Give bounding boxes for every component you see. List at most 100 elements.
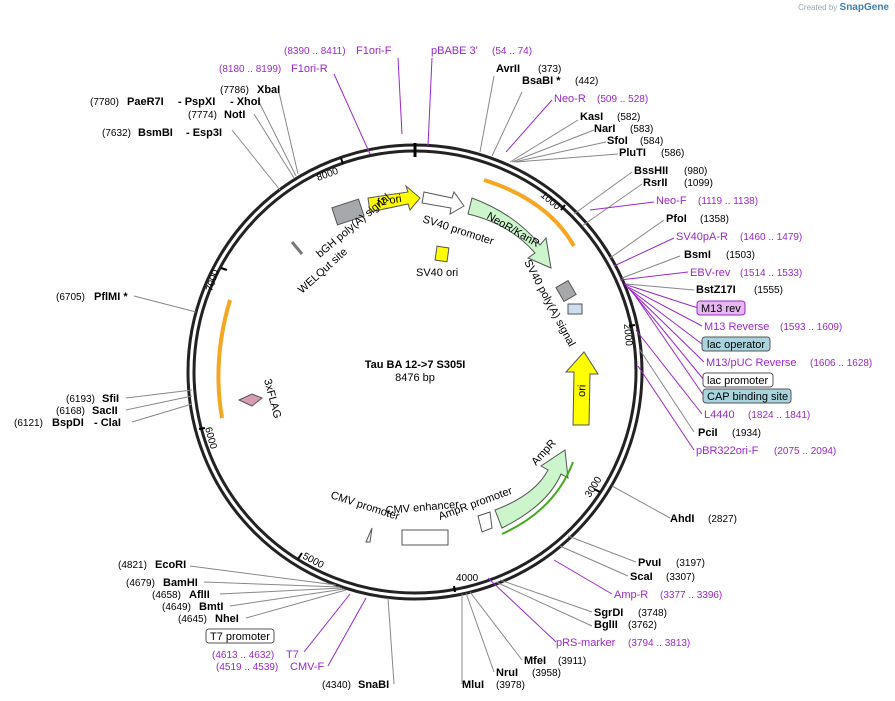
primer-f1ori-r: F1ori-R bbox=[291, 63, 328, 75]
primer-pbr322ori-f: pBR322ori-F bbox=[696, 445, 759, 457]
line-ecori bbox=[189, 565, 337, 586]
ampr-arrow bbox=[494, 449, 569, 529]
line-bglii bbox=[495, 581, 593, 627]
enzyme-rsrii: RsrII bbox=[643, 177, 667, 189]
enzyme-bstz17i: BstZ17I bbox=[696, 284, 736, 296]
line-cmv-f bbox=[327, 597, 367, 667]
sv40-ori-box bbox=[434, 245, 450, 263]
cap-binding-site-label: CAP binding site bbox=[707, 391, 788, 403]
line-bsshii bbox=[573, 171, 633, 215]
plasmid-length: 8476 bp bbox=[395, 372, 435, 384]
tick-mark-8000 bbox=[340, 157, 344, 165]
enzyme-noti-pos: (7774) bbox=[188, 110, 217, 121]
line-snabi bbox=[387, 597, 395, 685]
line-aflii bbox=[219, 587, 343, 595]
ori-label: ori bbox=[576, 384, 588, 397]
line-ebv-rev bbox=[619, 271, 689, 281]
enzyme-ahdi: AhdI bbox=[670, 513, 694, 525]
enzyme-bspdi-pos: (6121) bbox=[14, 418, 43, 429]
line-neo-f bbox=[589, 201, 655, 211]
line-bmti bbox=[229, 588, 345, 607]
primer-neo-r-pos: (509 .. 528) bbox=[597, 94, 648, 105]
line-m13reverse bbox=[625, 285, 703, 327]
enzyme-bsshii: BssHII bbox=[634, 165, 668, 177]
primer-f1ori-f-pos: (8390 .. 8411) bbox=[284, 46, 346, 57]
tick-mark-2000 bbox=[628, 324, 636, 327]
primer-cmv-f-pos: (4519 .. 4539) bbox=[216, 662, 278, 673]
ampr-green-band bbox=[501, 461, 574, 535]
primer-prs-marker: pRS-marker bbox=[556, 637, 616, 649]
brand-name: SnapGene bbox=[839, 2, 889, 13]
enzyme-ahdi-pos: (2827) bbox=[708, 514, 737, 525]
sv40-polya-box bbox=[555, 279, 577, 303]
line-bspdi bbox=[131, 403, 193, 423]
enzyme-nari-pos: (583) bbox=[630, 124, 653, 135]
enzyme-bsshii-pos: (980) bbox=[684, 166, 707, 177]
line-pbr322 bbox=[637, 365, 695, 451]
line-noti bbox=[253, 113, 295, 179]
lac-promoter-box bbox=[702, 372, 774, 388]
enzyme-sgrdi: SgrDI bbox=[594, 607, 623, 619]
cmv-promoter-arrow bbox=[365, 527, 373, 543]
enzyme-clai: - ClaI bbox=[94, 417, 121, 429]
enzyme-scai-pos: (3307) bbox=[666, 572, 695, 583]
tick-label-4000: 4000 bbox=[456, 573, 479, 584]
line-cap bbox=[633, 293, 705, 397]
enzyme-bsmbi: BsmBI bbox=[138, 127, 173, 139]
ori-arrow bbox=[564, 351, 599, 426]
t7-promoter-box bbox=[205, 628, 275, 644]
primer-m13-puc-pos: (1606 .. 1628) bbox=[810, 358, 872, 369]
snapgene-brand: Created by SnapGene bbox=[798, 2, 889, 13]
enzyme-snabi: SnaBI bbox=[358, 679, 389, 691]
enzyme-pvui-pos: (3197) bbox=[676, 558, 705, 569]
enzyme-sfoi-pos: (584) bbox=[640, 136, 663, 147]
line-sv40pa-r bbox=[613, 237, 675, 267]
enzyme-bsabi: BsaBI * bbox=[522, 75, 561, 87]
enzyme-pluti-pos: (586) bbox=[661, 148, 684, 159]
line-f1ori-f bbox=[397, 57, 403, 135]
m13-rev-box bbox=[696, 300, 746, 316]
enzyme-ecori: EcoRI bbox=[155, 559, 186, 571]
line-pbabe3 bbox=[427, 57, 433, 147]
enzyme-snabi-pos: (4340) bbox=[322, 680, 351, 691]
3xflag-arrow bbox=[237, 393, 263, 407]
line-pfoi bbox=[609, 219, 665, 259]
line-bamhi bbox=[203, 581, 341, 588]
primer-t7-pos: (4613 .. 4632) bbox=[212, 650, 274, 661]
enzyme-paer7i: PaeR7I bbox=[127, 96, 164, 108]
enzyme-sfoi: SfoI bbox=[607, 135, 628, 147]
t7-promoter-label: T7 promoter bbox=[210, 631, 270, 643]
enzyme-pcii: PciI bbox=[698, 427, 718, 439]
line-m13puc bbox=[629, 289, 705, 363]
primer-l4440-pos: (1824 .. 1841) bbox=[748, 410, 810, 421]
line-amp-r bbox=[553, 559, 613, 595]
enzyme-nhei-pos: (4645) bbox=[178, 614, 207, 625]
line-sfoi bbox=[513, 141, 607, 163]
enzyme-sfii: SfiI bbox=[102, 393, 119, 405]
primer-cmv-f: CMV-F bbox=[290, 661, 325, 673]
line-mfei bbox=[469, 591, 523, 661]
primer-t7: T7 bbox=[286, 649, 299, 661]
tick-mark-5000 bbox=[297, 552, 303, 560]
line-bsabi bbox=[491, 91, 523, 157]
primer-neo-r: Neo-R bbox=[554, 93, 586, 105]
lac-region-box bbox=[567, 303, 583, 315]
enzyme-aflii: AflII bbox=[189, 589, 210, 601]
enzyme-bsmbi-pos: (7632) bbox=[102, 128, 131, 139]
primer-prs-marker-pos: (3794 .. 3813) bbox=[628, 638, 690, 649]
ampr-promoter-arrow bbox=[477, 511, 493, 533]
enzyme-aflii-pos: (4658) bbox=[152, 590, 181, 601]
primer-m13-rev: M13 rev bbox=[701, 303, 741, 315]
welqut-site-mark bbox=[290, 241, 304, 255]
enzyme-pluti: PluTI bbox=[619, 147, 646, 159]
enzyme-nhei: NheI bbox=[215, 613, 239, 625]
line-m13rev bbox=[623, 283, 699, 309]
primer-f1ori-r-pos: (8180 .. 8199) bbox=[219, 64, 281, 75]
line-sgrdi bbox=[499, 579, 593, 613]
enzyme-xbai-pos: (7786) bbox=[220, 85, 249, 96]
primer-m13-reverse-pos: (1593 .. 1609) bbox=[780, 322, 842, 333]
enzyme-pfoi-pos: (1358) bbox=[700, 214, 729, 225]
enzyme-ecori-pos: (4821) bbox=[118, 560, 147, 571]
enzyme-sacii: SacII bbox=[92, 405, 118, 417]
